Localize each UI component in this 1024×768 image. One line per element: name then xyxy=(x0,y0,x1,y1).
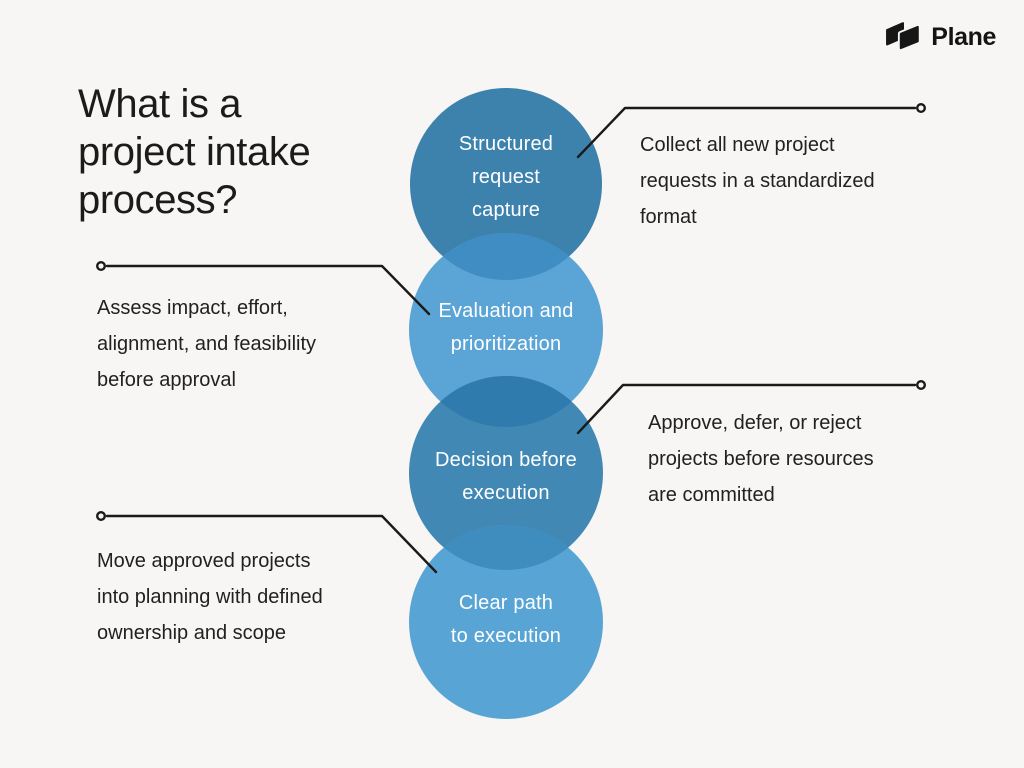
venn-circles xyxy=(409,88,603,719)
page-title-line: project intake xyxy=(78,130,311,174)
circle-label-line: Evaluation and xyxy=(438,300,574,322)
connector-line-step-2 xyxy=(105,264,431,316)
callout-evaluation-prioritization: Assess impact, effort, alignment, and fe… xyxy=(97,290,316,398)
circle-label-clear-path-to-execution: Clear path to execution xyxy=(386,587,626,653)
callout-clear-path-to-execution: Move approved projects into planning wit… xyxy=(97,543,323,651)
circle-step-3[interactable] xyxy=(409,376,603,570)
circle-label-structured-request-capture: Structured request capture xyxy=(386,128,626,227)
circle-label-line: prioritization xyxy=(450,333,562,355)
connector-endpoint-dot-3 xyxy=(916,380,927,391)
callout-line: requests in a standardized xyxy=(640,170,875,192)
circle-label-line: Decision before xyxy=(435,449,577,471)
circle-label-line: Structured xyxy=(458,133,554,155)
brand-wordmark: Plane xyxy=(931,22,996,51)
connector-line-step-3 xyxy=(576,383,917,435)
callout-line: before approval xyxy=(97,369,236,391)
callout-structured-request-capture: Collect all new project requests in a st… xyxy=(640,127,875,235)
circle-label-line: request xyxy=(471,166,541,188)
page-title-line: process? xyxy=(78,178,238,222)
connector-line-step-4 xyxy=(105,514,438,574)
callout-line: Approve, defer, or reject xyxy=(648,412,862,434)
page-title-line: What is a xyxy=(78,82,242,126)
callout-line: Collect all new project xyxy=(640,134,835,156)
callout-decision-before-execution: Approve, defer, or reject projects befor… xyxy=(648,405,874,513)
callout-line: format xyxy=(640,206,697,228)
connector-endpoint-dot-1 xyxy=(916,102,927,113)
circle-label-decision-before-execution: Decision before execution xyxy=(386,444,626,510)
callout-line: projects before resources xyxy=(648,448,874,470)
connector-line-step-1 xyxy=(576,106,917,159)
circle-label-line: to execution xyxy=(450,625,562,647)
circle-step-2[interactable] xyxy=(409,233,603,427)
callout-line: into planning with defined xyxy=(97,586,323,608)
circle-label-line: Clear path xyxy=(458,592,554,614)
plane-logo-icon xyxy=(886,22,921,51)
circle-step-1[interactable] xyxy=(410,88,602,280)
callout-line: Assess impact, effort, xyxy=(97,297,288,319)
brand-logo[interactable]: Plane xyxy=(885,22,996,52)
callout-line: alignment, and feasibility xyxy=(97,333,317,355)
connector-endpoint-dot-4 xyxy=(95,511,106,522)
callout-line: are committed xyxy=(648,484,775,506)
callout-line: ownership and scope xyxy=(97,622,287,644)
connector-lines xyxy=(95,102,927,574)
circle-label-evaluation-prioritization: Evaluation and prioritization xyxy=(386,295,626,361)
connector-endpoint-dot-2 xyxy=(95,261,106,272)
callout-line: Move approved projects xyxy=(97,550,311,572)
page-title: What is a project intake process? xyxy=(78,80,311,224)
circle-step-4[interactable] xyxy=(409,525,603,719)
circle-label-line: execution xyxy=(462,482,550,504)
circle-label-line: capture xyxy=(471,199,541,221)
